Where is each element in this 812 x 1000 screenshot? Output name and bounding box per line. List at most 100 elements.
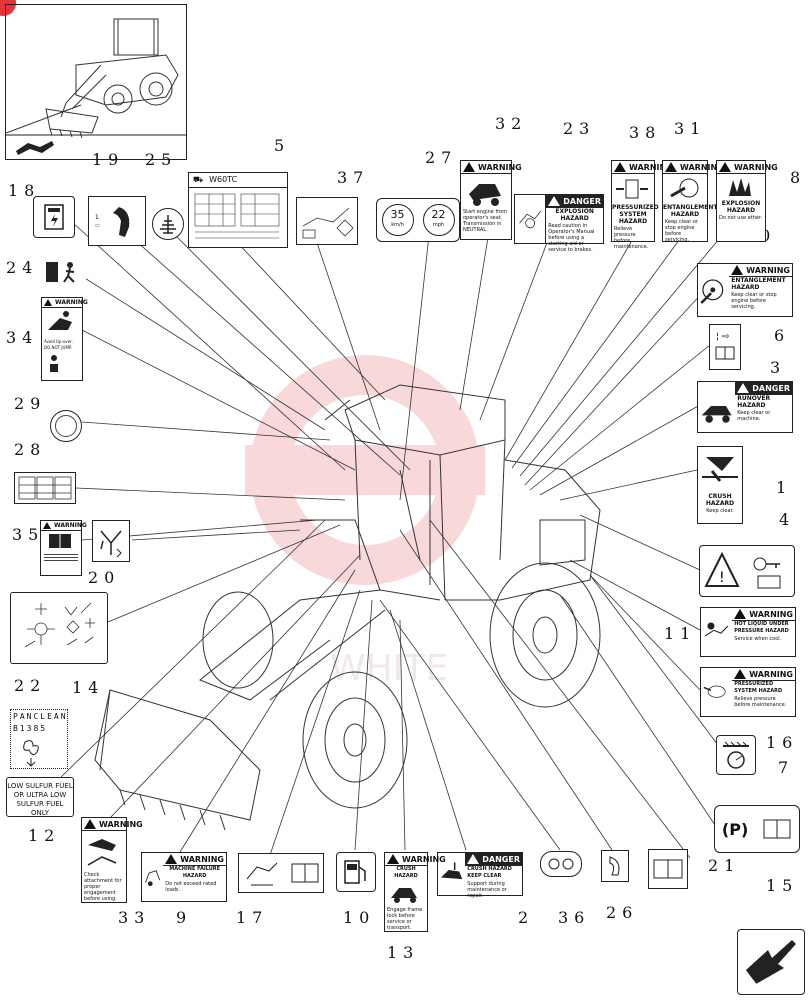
decal-10 xyxy=(336,852,376,892)
callout-2: 2 xyxy=(518,908,535,927)
electric-icon xyxy=(51,214,58,227)
decal-19: 1▭ xyxy=(88,196,146,246)
hot-liquid-icon xyxy=(704,625,729,637)
callout-10: 10 xyxy=(343,908,376,927)
decal-17 xyxy=(238,853,324,893)
callout-22: 22 xyxy=(14,676,47,695)
loader-icon xyxy=(246,862,277,880)
callout-11: 11 xyxy=(664,624,697,643)
callout-18: 18 xyxy=(8,181,41,200)
seatbelt-person-icon xyxy=(51,355,57,361)
callout-26: 26 xyxy=(606,903,639,922)
decal-8: WARNING EXPLOSION HAZARD Do not use ethe… xyxy=(716,160,778,242)
decal-3: DANGER RUNOVER HAZARD Keep clear or mach… xyxy=(697,381,793,433)
decal-2: DANGER CRUSH HAZARD KEEP CLEAR Support d… xyxy=(437,852,523,899)
decal-28 xyxy=(14,472,76,504)
warning-triangle-icon xyxy=(704,551,740,587)
exit-door-icon xyxy=(46,262,58,282)
warning-triangle-icon xyxy=(387,854,399,864)
danger-triangle-icon xyxy=(737,383,750,393)
seatbelt-icon xyxy=(609,856,620,876)
decal-6: ¦ ⇨ xyxy=(709,324,741,370)
explosion-icon xyxy=(729,178,751,196)
warning-triangle-icon xyxy=(731,265,744,275)
callout-3: 3 xyxy=(770,358,787,377)
decal-26 xyxy=(601,850,629,882)
callout-15: 15 xyxy=(766,876,799,895)
lever-icon xyxy=(100,530,122,555)
warning-triangle-icon xyxy=(165,854,178,864)
decal-11: WARNING HOT LIQUID UNDER PRESSURE HAZARD… xyxy=(700,607,796,657)
next-page-button[interactable] xyxy=(737,929,805,995)
decal-38: WARNING PRESSURIZED SYSTEM HAZARD Reliev… xyxy=(611,160,673,250)
decal-7 xyxy=(716,735,756,775)
decal-4: ! xyxy=(699,545,795,597)
svg-text:WHITE: WHITE xyxy=(330,648,448,689)
decal-32: WARNING Start engine from operator's sea… xyxy=(460,160,522,240)
decal-5: ⛟ W60TC xyxy=(188,172,288,248)
svg-text:▭: ▭ xyxy=(95,223,100,229)
callout-13: 13 xyxy=(387,943,420,962)
warning-triangle-icon xyxy=(734,669,747,679)
attachment-icon xyxy=(88,839,116,851)
loader-icon: ⛟ xyxy=(193,175,204,184)
fan-entanglement-icon xyxy=(670,186,686,198)
warning-triangle-icon xyxy=(44,299,52,306)
callout-14: 14 xyxy=(72,678,105,697)
warning-triangle-icon xyxy=(43,522,51,529)
watermark-logo: WHITE xyxy=(245,355,485,689)
callout-38: 38 xyxy=(629,123,662,142)
filter-icon xyxy=(23,740,39,756)
decal-35: WARNING xyxy=(40,520,87,576)
model-label: W60TC xyxy=(209,175,238,184)
svg-text:1: 1 xyxy=(95,214,99,221)
fuel-icon xyxy=(344,860,360,884)
callout-28: 28 xyxy=(14,440,47,459)
callout-12: 12 xyxy=(28,826,61,845)
callout-16: 16 xyxy=(766,733,799,752)
callout-32: 32 xyxy=(495,114,528,133)
parking-label: (P) xyxy=(721,819,749,839)
warning-triangle-icon xyxy=(719,162,731,172)
manual-book-icon xyxy=(757,575,781,589)
callout-33: 33 xyxy=(118,908,151,927)
runover-icon xyxy=(701,406,732,416)
fuel-text-line-1: LOW SULFUR FUEL xyxy=(7,782,73,790)
machine-failure-icon xyxy=(145,870,161,883)
danger-triangle-icon xyxy=(548,196,561,206)
callout-36: 36 xyxy=(558,908,591,927)
decal-18 xyxy=(33,196,75,238)
callout-29: 29 xyxy=(14,394,47,413)
tipover-icon xyxy=(48,318,72,330)
warning-triangle-icon xyxy=(665,162,677,172)
warning-triangle-icon xyxy=(84,819,96,829)
seat-icon xyxy=(113,207,130,237)
decal-34: WARNING Avoid tip-over. DO NOT JUMP. xyxy=(41,297,88,381)
callout-37: 37 xyxy=(337,168,370,187)
callout-19: 19 xyxy=(92,150,125,169)
machine-thumbnail xyxy=(5,4,187,160)
callout-23: 23 xyxy=(563,119,596,138)
callout-25: 25 xyxy=(145,150,178,169)
callout-5: 5 xyxy=(274,136,291,155)
frame-lock-icon xyxy=(391,888,417,898)
lift-point-icon xyxy=(160,215,176,234)
fan-icon xyxy=(700,292,713,304)
joystick-icon xyxy=(35,603,47,615)
warning-triangle-icon xyxy=(463,162,475,172)
callout-21: 21 xyxy=(708,856,741,875)
decal-22: PANCLEAN B1385 xyxy=(10,709,68,769)
decal-16: WARNING PRESSURIZED SYSTEM HAZARD Reliev… xyxy=(700,667,796,717)
callout-4: 4 xyxy=(779,510,796,529)
loader-icon xyxy=(469,184,501,200)
view-direction-icon xyxy=(16,141,54,155)
running-person-icon xyxy=(63,267,75,283)
fuel-text-line-3: SULFUR FUEL ONLY xyxy=(16,800,64,817)
decal-20 xyxy=(92,520,130,562)
decal-24 xyxy=(42,258,86,286)
decal-33: WARNING Check attachment for proper enga… xyxy=(81,817,143,903)
callout-20: 20 xyxy=(88,568,121,587)
decal-21 xyxy=(648,849,688,889)
callout-9: 9 xyxy=(176,908,193,927)
